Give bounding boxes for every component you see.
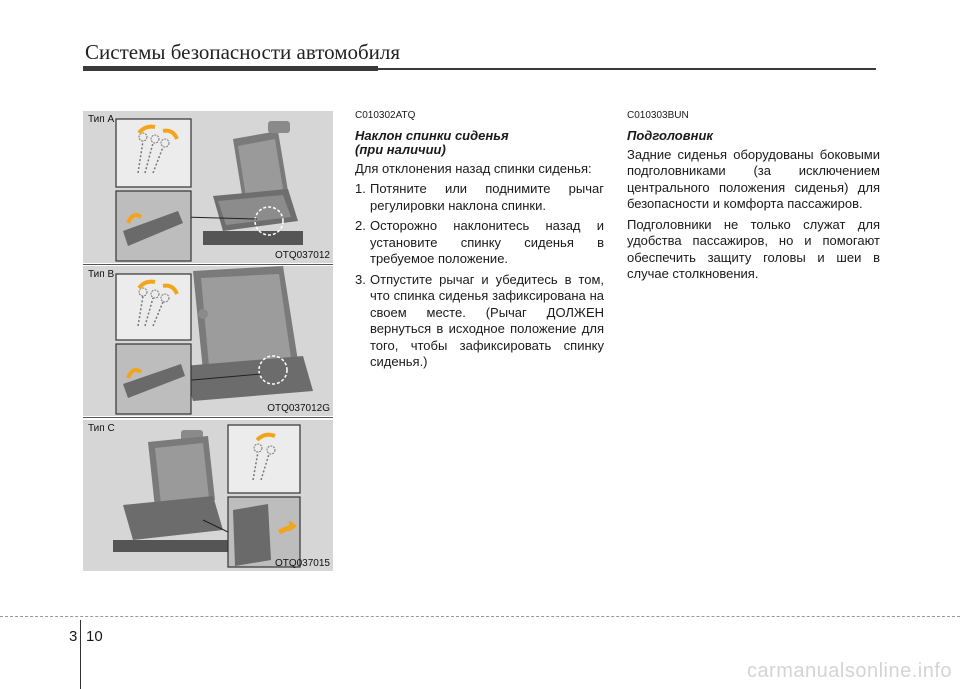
figure-type-label: Тип B	[88, 269, 115, 280]
seat-illustration-a	[83, 111, 333, 263]
section-title-line: (при наличии)	[355, 141, 446, 157]
figure-divider	[83, 417, 333, 418]
step-item: 1. Потяните или поднимите рычаг регулиро…	[355, 181, 604, 214]
headrest-section: C010303BUN Подголовник Задние сиденья об…	[627, 108, 880, 287]
step-text: Осторожно наклонитесь назад и установите…	[370, 218, 604, 266]
step-number: 1.	[355, 181, 366, 196]
section-title: Подголовник	[627, 127, 713, 143]
seat-illustration-c	[83, 420, 333, 571]
section-title: Наклон спинки сиденья (при наличии)	[355, 127, 604, 157]
recline-section: C010302ATQ Наклон спинки сиденья (при на…	[355, 108, 604, 375]
figure-type-a: Тип A OTQ037012	[83, 111, 333, 263]
headrest-paragraph: Задние сиденья оборудованы боковыми подг…	[627, 146, 880, 212]
page-number: 10	[86, 628, 103, 645]
figure-type-c: Тип C OTQ037015	[83, 420, 333, 571]
header-title: Системы безопасности автомобиля	[85, 40, 401, 64]
section-code: C010303BUN	[627, 110, 689, 121]
footer-vertical-rule	[80, 620, 81, 689]
page-chapter-number: 3	[69, 628, 78, 645]
header-rule-thick	[83, 66, 378, 71]
seat-illustration-b	[83, 266, 333, 416]
section-title-line: Наклон спинки сиденья	[355, 127, 509, 143]
watermark: carmanualsonline.info	[746, 660, 952, 682]
figure-code: OTQ037012	[274, 250, 330, 261]
figure-code: OTQ037015	[274, 558, 330, 569]
step-text: Отпустите рычаг и убедитесь в том, что с…	[370, 271, 604, 370]
section-code: C010302ATQ	[355, 110, 416, 121]
step-item: 2. Осторожно наклонитесь назад и установ…	[355, 218, 604, 268]
step-number: 3.	[355, 271, 366, 287]
figure-code: OTQ037012G	[267, 403, 330, 414]
step-item: 3. Отпустите рычаг и убедитесь в том, чт…	[355, 272, 604, 371]
headrest-paragraph: Подголовники не только служат для удобст…	[627, 216, 880, 282]
section-intro: Для отклонения назад спинки сиденья:	[355, 160, 592, 176]
figure-divider	[83, 264, 333, 265]
step-text: Потяните или поднимите рычаг регулировки…	[370, 181, 604, 213]
header-rule-thin	[378, 68, 876, 70]
step-number: 2.	[355, 218, 366, 233]
figure-type-label: Тип C	[88, 423, 115, 434]
figure-type-b: Тип B OTQ037012G	[83, 266, 333, 416]
figure-type-label: Тип A	[88, 114, 115, 125]
footer-dashed-rule	[0, 616, 960, 617]
